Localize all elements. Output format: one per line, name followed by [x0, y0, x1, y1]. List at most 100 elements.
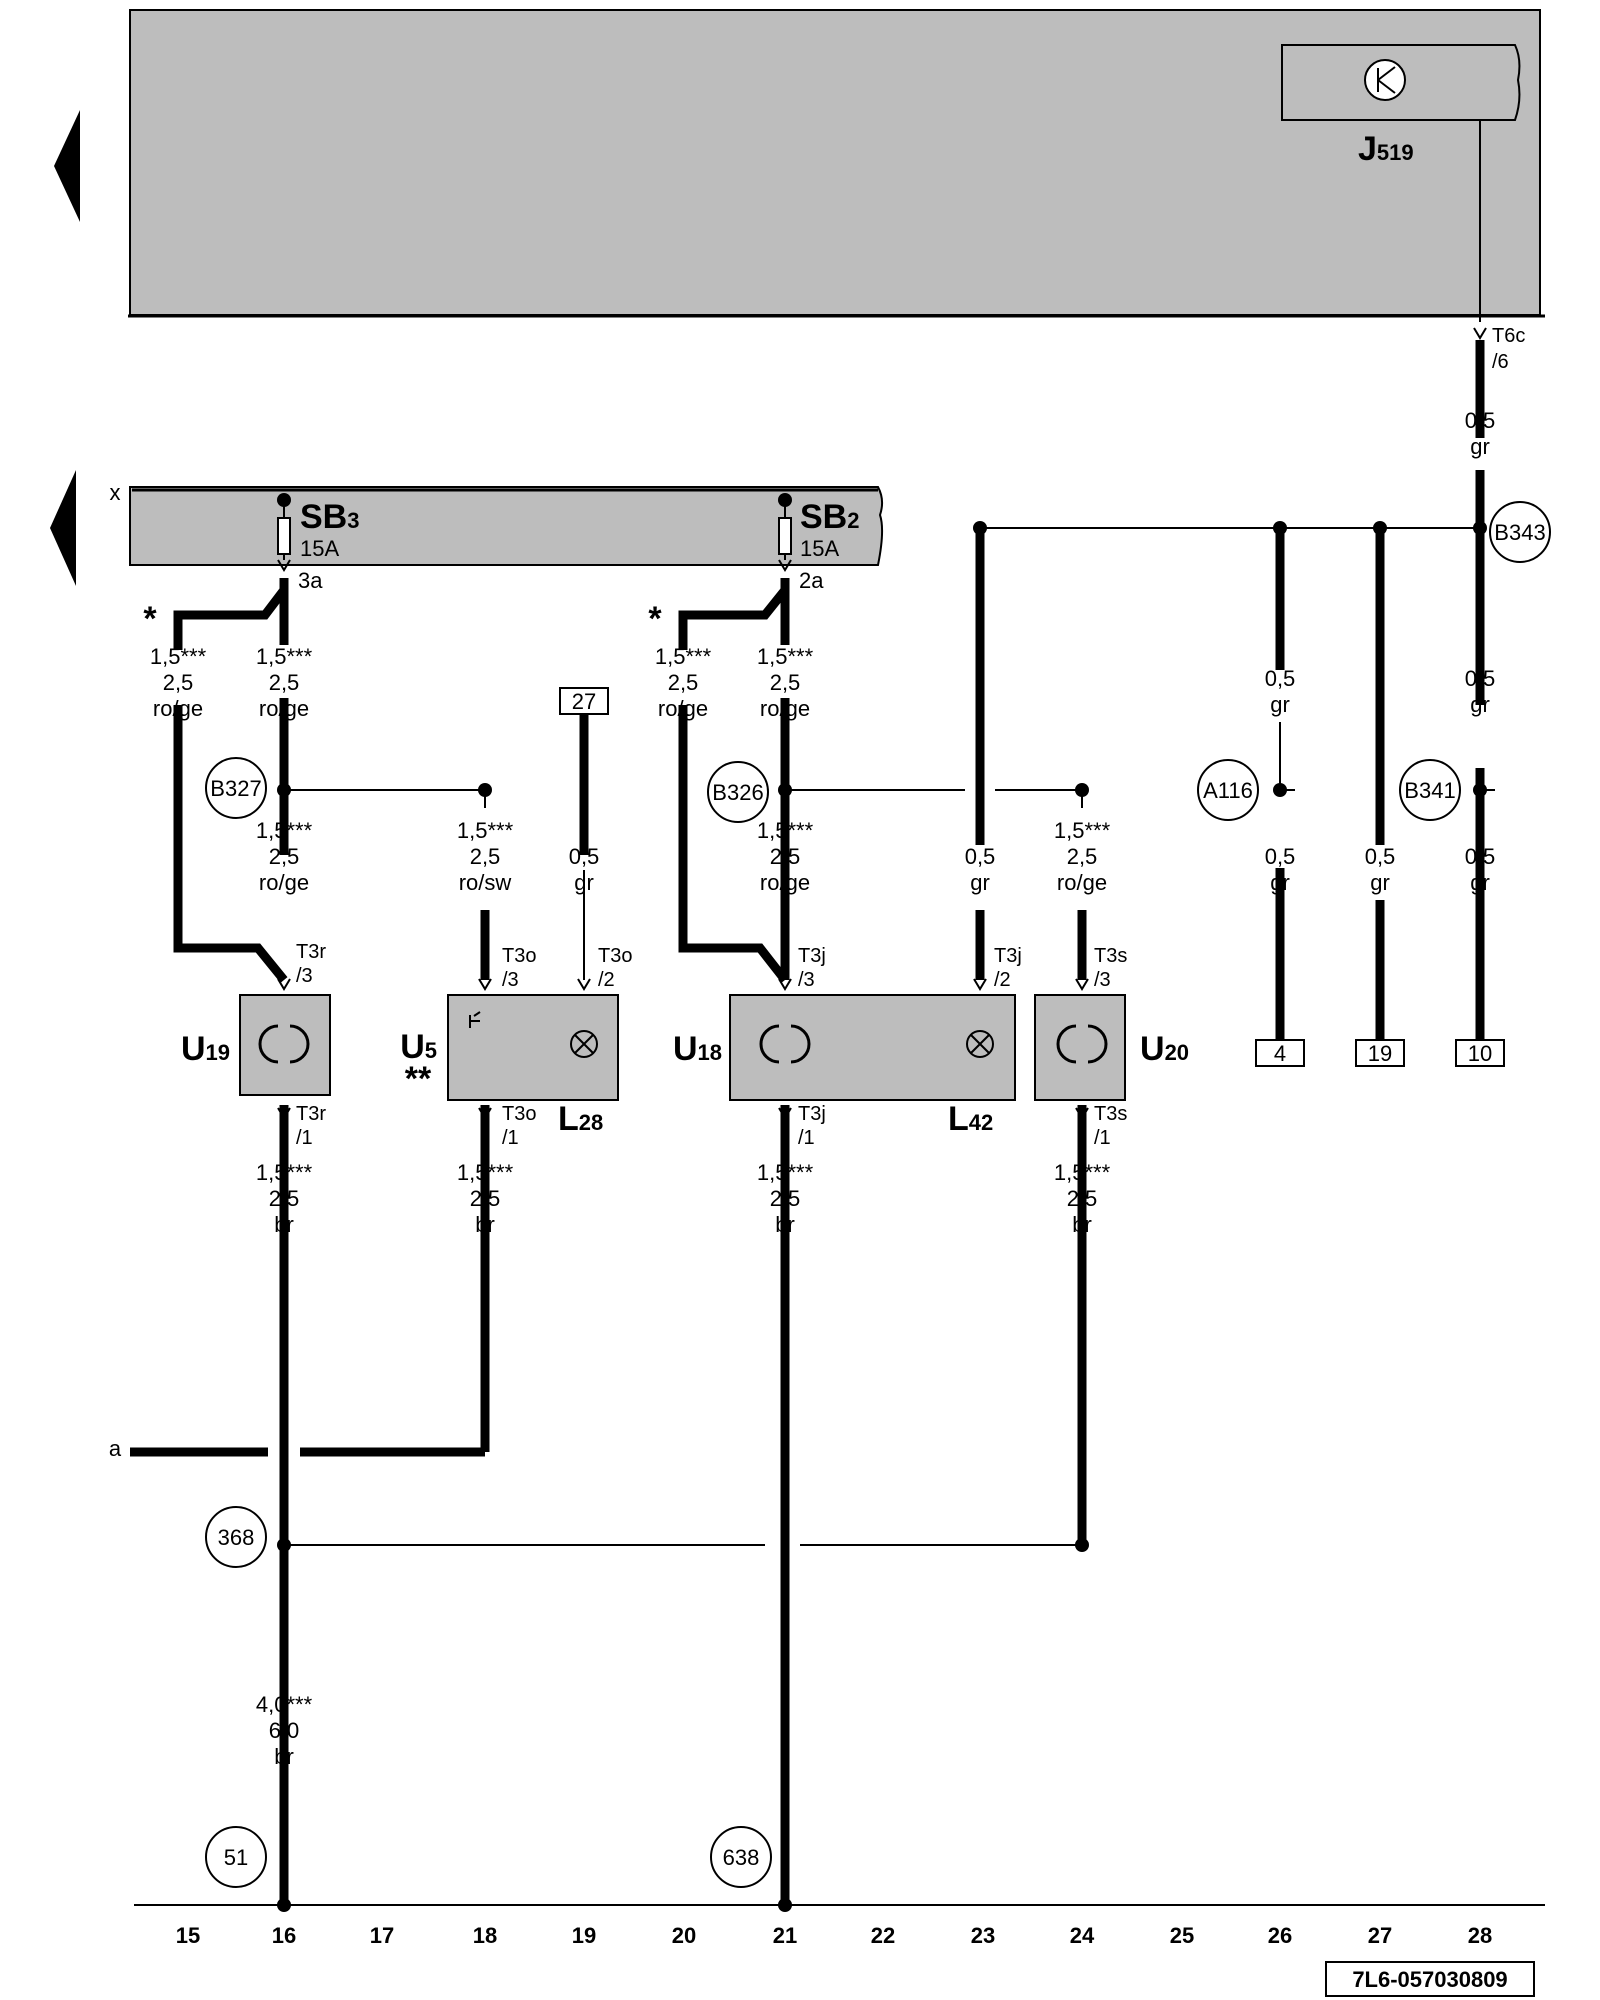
wire-alt-u19 [173, 705, 288, 983]
terminal-label: T3s [1094, 945, 1127, 967]
lamp-icon [970, 1034, 990, 1054]
socket-icon [790, 1024, 811, 1064]
wire-label: ro/ge [259, 870, 309, 895]
component-u18-label: U18 [673, 1030, 722, 1068]
wire-label: 1,5*** [757, 818, 814, 843]
j519-box [1281, 44, 1521, 121]
wire-label: 2,5 [269, 1186, 300, 1211]
wire-label: gr [1470, 870, 1490, 895]
axis-tick-label: 19 [572, 1923, 596, 1948]
lamp-icon [966, 1030, 994, 1058]
terminal-label: /3 [798, 969, 815, 991]
terminal-label: T3r [296, 1103, 326, 1125]
connection-point-51 [205, 1826, 267, 1888]
left-arrow-icon[interactable] [54, 110, 80, 222]
terminal-label: /1 [798, 1127, 815, 1149]
wire-label: gr [1270, 870, 1290, 895]
connection-point-a116-label: A116 [1203, 778, 1253, 803]
wire-label: 0,5 [1365, 844, 1396, 869]
axis-tick-label: 17 [370, 1923, 394, 1948]
component-l28-label: L28 [558, 1100, 603, 1138]
terminal-arrow-icon [1075, 978, 1089, 991]
socket-icon [258, 1024, 279, 1064]
socket-icon [759, 1024, 780, 1064]
reference-box-27-label: 27 [572, 689, 596, 714]
wire-label: 0,5 [1465, 844, 1496, 869]
reference-box-4-label: 4 [1274, 1041, 1286, 1066]
u19-box [239, 994, 331, 1096]
junction-dot [1075, 1538, 1089, 1552]
lamp-icon [574, 1034, 594, 1054]
wire-label: gr [1470, 434, 1490, 459]
edge-label-x: x [110, 480, 121, 505]
wire-label: 1,5*** [757, 1160, 814, 1185]
reference-box-19 [1355, 1039, 1405, 1067]
wire-label: 2,5 [1067, 844, 1098, 869]
wire-label: br [475, 1212, 495, 1237]
wire-label: ro/ge [760, 696, 810, 721]
wire-label: ro/ge [658, 696, 708, 721]
axis-tick-label: 20 [672, 1923, 696, 1948]
wire-label: 1,5*** [256, 1160, 313, 1185]
wire-label: 0,5 [1465, 408, 1496, 433]
diagram-code: 7L6-057030809 [1352, 1967, 1507, 1992]
terminal-arrow-icon [778, 1107, 792, 1120]
axis-tick-label: 24 [1070, 1923, 1095, 1948]
socket-icon [289, 1024, 310, 1064]
wire-label: 0,5 [1265, 844, 1296, 869]
junction-dot [277, 1538, 291, 1552]
terminal-label: /1 [502, 1127, 519, 1149]
terminal-arrow-icon [277, 1107, 291, 1120]
wire-label: 1,5*** [1054, 1160, 1111, 1185]
junction-dot [1075, 783, 1089, 797]
component-u19-label: U19 [181, 1030, 230, 1068]
wire-label: br [274, 1212, 294, 1237]
wire-label: 1,5*** [150, 644, 207, 669]
wire-label: ro/ge [1057, 870, 1107, 895]
axis-tick-label: 15 [176, 1923, 200, 1948]
wire-label: 2,5 [770, 844, 801, 869]
terminal-label: T3j [798, 945, 826, 967]
connection-point-638 [710, 1826, 772, 1888]
left-arrow-icon[interactable] [50, 470, 76, 586]
wire-label: 0,5 [1465, 666, 1496, 691]
wire-label: ro/ge [259, 696, 309, 721]
junction-dot [1273, 521, 1287, 535]
fuse-rating: 15A [300, 536, 339, 561]
terminal-arrow-icon [973, 978, 987, 991]
fuse-bar [129, 486, 884, 566]
wire-label: 2,5 [470, 1186, 501, 1211]
edge-label-a: a [109, 1436, 122, 1461]
junction-dot [1473, 783, 1487, 797]
wire-label: 1,5*** [1054, 818, 1111, 843]
terminal-label: T3j [994, 945, 1022, 967]
u20-box [1034, 994, 1126, 1101]
connection-point-368 [205, 1506, 267, 1568]
wire-label: 1,5*** [256, 644, 313, 669]
junction-dot [1473, 521, 1487, 535]
wire-label: br [1072, 1212, 1092, 1237]
terminal-label: T3s [1094, 1103, 1127, 1125]
footnote-mark: * [648, 600, 662, 638]
wire-sb3-alt [173, 578, 289, 650]
wire-label: 0,5 [1265, 666, 1296, 691]
component-u5-label: U5 [400, 1028, 437, 1066]
axis-tick-label: 18 [473, 1923, 497, 1948]
junction-dot [478, 783, 492, 797]
terminal-arrow-icon [1473, 327, 1487, 340]
wire-label: gr [574, 870, 594, 895]
wire-label: 2,5 [163, 670, 194, 695]
u18-l42-box [729, 994, 1016, 1101]
wire-label: br [775, 1212, 795, 1237]
axis-tick-label: 23 [971, 1923, 995, 1948]
wire-label: 2,5 [269, 844, 300, 869]
junction-dot [778, 1898, 792, 1912]
wire-label: 1,5*** [655, 644, 712, 669]
u5-l28-box [447, 994, 619, 1101]
wire-label: br [274, 1744, 294, 1769]
wire-label: gr [1470, 692, 1490, 717]
connection-point-b341-label: B341 [1404, 778, 1455, 803]
connection-point-a116 [1197, 759, 1259, 821]
